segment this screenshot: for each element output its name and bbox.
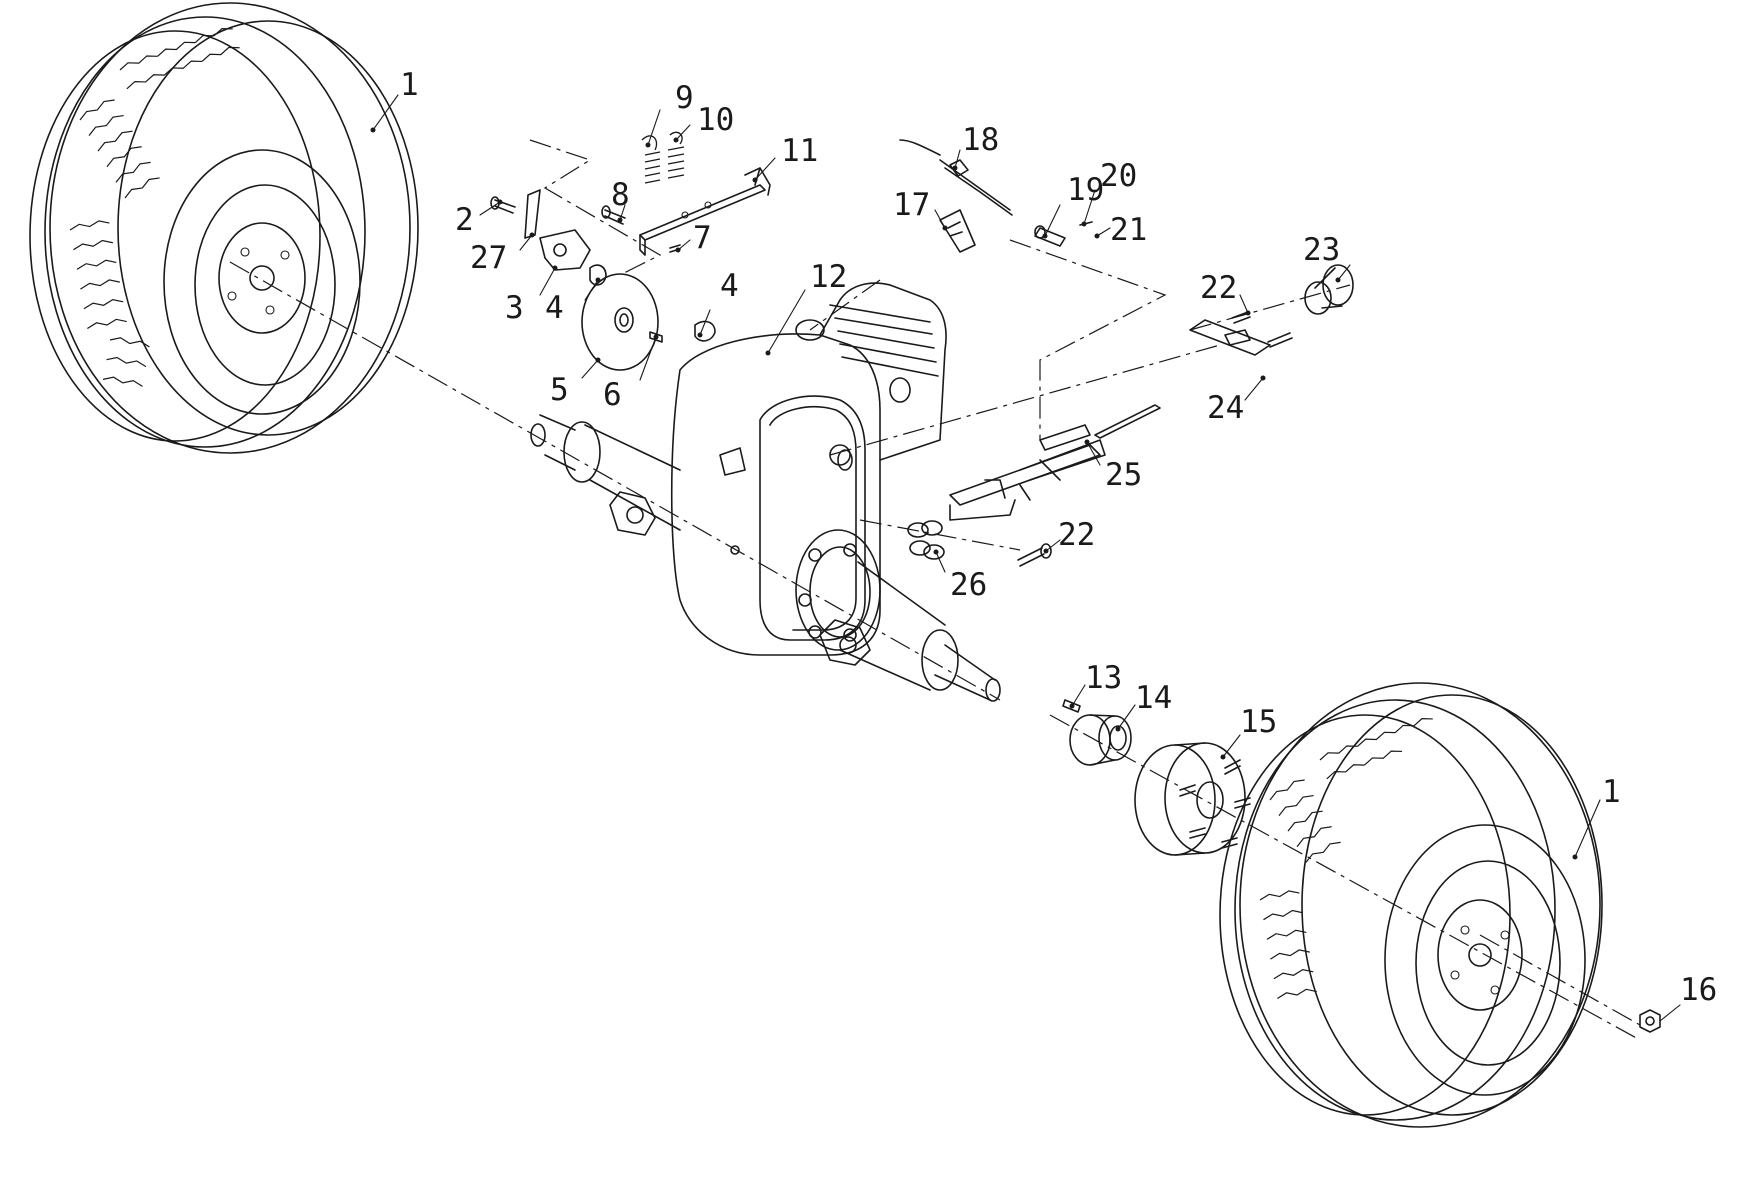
callout-8: 8 xyxy=(611,177,630,213)
brake-parts xyxy=(490,131,771,371)
callout-1-left: 1 xyxy=(400,67,419,103)
callout-3: 3 xyxy=(505,290,524,326)
bumper-parts xyxy=(1189,264,1354,381)
callout-21: 21 xyxy=(1110,212,1147,248)
cable-parts xyxy=(899,139,1100,253)
callout-12: 12 xyxy=(810,259,847,295)
callout-6: 6 xyxy=(603,377,622,413)
callout-20: 20 xyxy=(1100,158,1137,194)
leader-lines xyxy=(372,94,1681,1022)
callout-4-right: 4 xyxy=(720,268,739,304)
callout-24: 24 xyxy=(1207,390,1244,426)
callout-23: 23 xyxy=(1303,232,1340,268)
callout-1-right: 1 xyxy=(1602,774,1621,810)
callout-15: 15 xyxy=(1240,704,1277,740)
callout-11: 11 xyxy=(781,133,818,169)
callout-4-left: 4 xyxy=(545,290,564,326)
callout-22-upper: 22 xyxy=(1200,270,1237,306)
callout-22-lower: 22 xyxy=(1058,517,1095,553)
callout-10: 10 xyxy=(697,102,734,138)
callout-14: 14 xyxy=(1135,680,1172,716)
callout-2: 2 xyxy=(455,202,474,238)
callout-18: 18 xyxy=(962,122,999,158)
hub-parts xyxy=(1062,699,1661,1033)
callout-9: 9 xyxy=(675,80,694,116)
callout-27: 27 xyxy=(470,240,507,276)
callout-19: 19 xyxy=(1067,172,1104,208)
callout-17: 17 xyxy=(893,187,930,223)
wheel-right xyxy=(1219,682,1603,1128)
callout-7: 7 xyxy=(693,220,712,256)
transaxle-housing xyxy=(530,282,1001,702)
callout-26: 26 xyxy=(950,567,987,603)
callout-25: 25 xyxy=(1105,457,1142,493)
callout-13: 13 xyxy=(1085,660,1122,696)
callout-16: 16 xyxy=(1680,972,1717,1008)
wheel-left xyxy=(29,2,419,454)
callout-labels: 1 1 2 3 4 4 5 6 7 8 9 10 11 12 13 14 15 … xyxy=(400,67,1717,1008)
callout-5: 5 xyxy=(550,372,569,408)
